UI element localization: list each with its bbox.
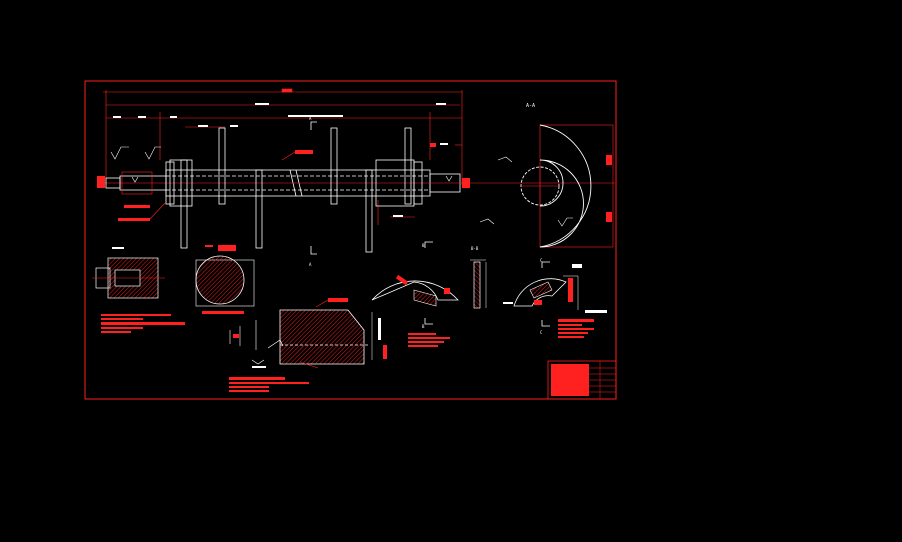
dimension-texts	[113, 103, 448, 217]
section-b-view[interactable]: B B	[371, 241, 459, 329]
notes-block-b	[408, 333, 450, 347]
section-c-top: C	[540, 258, 543, 263]
end-flanges	[165, 159, 423, 207]
notes-block-c	[558, 319, 594, 338]
section-marker-a	[310, 121, 317, 255]
right-shaft-end	[462, 178, 470, 188]
section-c-view[interactable]: C C	[503, 258, 607, 335]
screw-flight-profile	[539, 124, 592, 248]
detail-round-section[interactable]	[195, 245, 255, 314]
section-bb-title: B-B	[471, 246, 479, 251]
main-shaft-view[interactable]: A A	[97, 88, 615, 267]
left-shaft-end	[97, 171, 153, 195]
leader-notes	[118, 143, 436, 221]
notes-block-bottom	[229, 377, 309, 392]
surface-finish-symbols	[110, 146, 453, 183]
detail-shaft-end[interactable]	[92, 247, 165, 299]
dimension-lines	[103, 88, 463, 225]
section-c-bottom: C	[540, 330, 543, 335]
section-b-bottom: B	[422, 324, 425, 329]
section-b-top: B	[422, 243, 425, 248]
section-bb-view[interactable]: B-B	[470, 246, 487, 309]
detail-weld[interactable]	[229, 298, 387, 369]
drawing-frame	[84, 80, 617, 400]
section-a-top: A	[309, 116, 312, 121]
title-block[interactable]	[547, 360, 617, 400]
section-a-bottom: A	[309, 262, 312, 267]
section-aa-view[interactable]: A-A	[479, 103, 614, 248]
section-aa-title: A-A	[526, 103, 535, 109]
notes-block-left	[101, 314, 185, 333]
